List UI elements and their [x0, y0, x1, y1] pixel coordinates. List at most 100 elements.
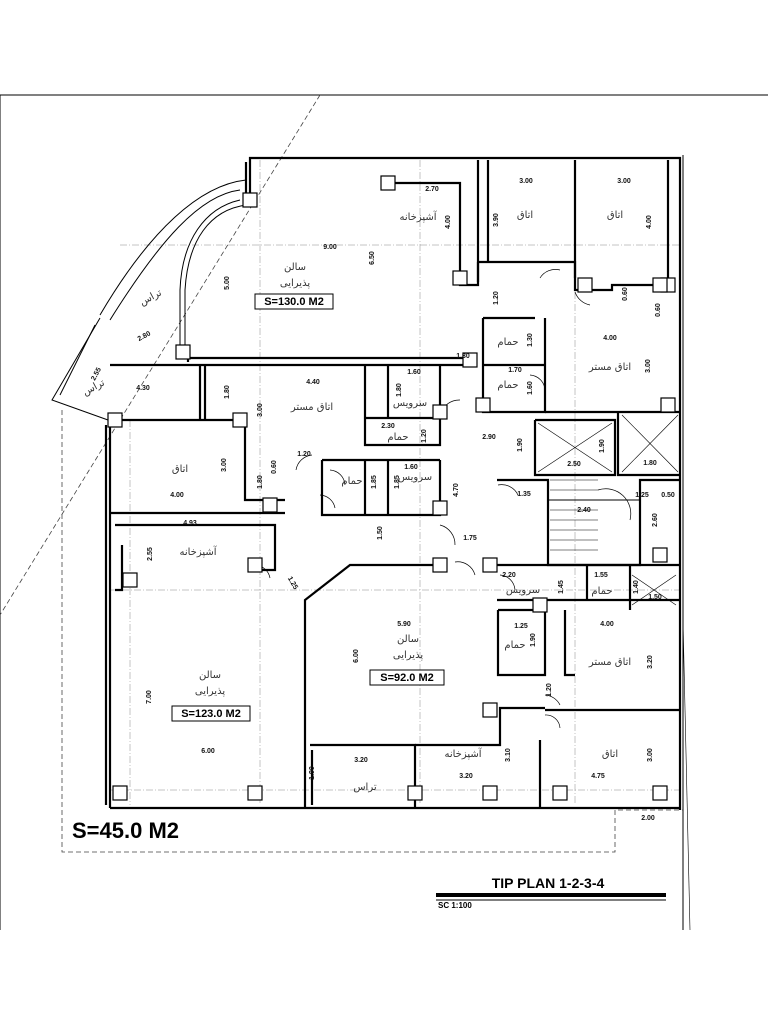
dim: 1.80	[224, 385, 231, 399]
staircase	[550, 479, 598, 551]
room-label-terrace-s: تراس	[353, 782, 377, 793]
dim: 4.93	[183, 520, 197, 527]
room-label-master-se: اتاق مستر	[588, 657, 631, 668]
column	[577, 277, 593, 293]
dim: 3.20	[354, 757, 368, 764]
dim: 1.85	[394, 475, 401, 489]
dim: 1.90	[599, 439, 606, 453]
dim: 2.00	[641, 815, 655, 822]
dim: 6.50	[369, 251, 376, 265]
dim: 3.00	[257, 403, 264, 417]
dim: 4.00	[170, 492, 184, 499]
column	[175, 344, 191, 360]
column	[475, 397, 491, 413]
room-label-kitchen-west: آشپزخانه	[179, 545, 217, 558]
dim: 1.90	[517, 438, 524, 452]
dim: 0.50	[661, 492, 675, 499]
salon-north-label-1: سالن	[284, 262, 306, 273]
room-label-master-ne: اتاق مستر	[588, 362, 631, 373]
terrace-area-label: S=45.0 M2	[72, 818, 179, 843]
room-label-kitchen-north: آشپزخانه	[399, 210, 437, 223]
column	[407, 785, 423, 801]
structural-columns	[107, 175, 676, 801]
dim: 2.70	[425, 186, 439, 193]
dim: 4.00	[445, 215, 452, 229]
dim: 1.40	[633, 580, 640, 594]
dim: 1.80	[396, 383, 403, 397]
dim: 0.60	[655, 303, 662, 317]
dim: 3.10	[505, 748, 512, 762]
site-boundary	[0, 94, 768, 931]
room-labels: آشپزخانه اتاق اتاق تراس تراس حمام حمام ا…	[81, 210, 631, 793]
room-label-wc-1: سرویس	[393, 398, 427, 409]
salon-center-area: S=92.0 M2	[380, 672, 434, 684]
column	[122, 572, 138, 588]
room-label-master-w: اتاق مستر	[290, 402, 333, 413]
dim: 4.00	[646, 215, 653, 229]
dim: 3.00	[617, 178, 631, 185]
salon-west-label-1: سالن	[199, 670, 221, 681]
dim: 1.80	[257, 475, 264, 489]
dim: 5.90	[397, 621, 411, 628]
column	[652, 785, 668, 801]
unit-north: سالن پذیرایی S=130.0 M2	[254, 262, 334, 310]
salon-north-area: S=130.0 M2	[264, 296, 324, 308]
room-label-wc-2: سرویس	[398, 472, 432, 483]
dim: 3.20	[459, 773, 473, 780]
column	[232, 412, 248, 428]
column	[552, 785, 568, 801]
dim: 4.70	[453, 483, 460, 497]
salon-north-label-2: پذیرایی	[280, 278, 310, 289]
dim: 0.60	[271, 460, 278, 474]
drawing-scale: SC 1:100	[438, 901, 472, 910]
dim: 1.25	[286, 576, 299, 591]
room-label-kitchen-south: آشپزخانه	[444, 747, 482, 760]
dim: 1.80	[643, 460, 657, 467]
salon-west-area: S=123.0 M2	[181, 708, 241, 720]
salon-west-label-2: پذیرایی	[195, 686, 225, 697]
lift-shafts	[537, 414, 679, 606]
dim: 4.75	[591, 773, 605, 780]
room-label-bath-3: حمام	[387, 432, 408, 443]
column	[452, 270, 468, 286]
room-label-bath-6: حمام	[504, 640, 525, 651]
exterior-walls	[104, 156, 682, 810]
dim: 3.20	[647, 655, 654, 669]
dim: 1.55	[594, 572, 608, 579]
room-label-room-n1: اتاق	[517, 210, 533, 221]
dim: 2.90	[482, 434, 496, 441]
dim: 2.55	[147, 547, 154, 561]
dim: 3.00	[645, 359, 652, 373]
dim: 5.00	[224, 276, 231, 290]
dim: 4.00	[600, 621, 614, 628]
room-label-room-se: اتاق	[602, 749, 618, 760]
dim: 1.20	[421, 429, 428, 443]
dim: 1.70	[508, 367, 522, 374]
dim: 2.80	[137, 330, 152, 343]
dim: 1.75	[463, 535, 477, 542]
column	[660, 397, 676, 413]
room-label-room-w: اتاق	[172, 464, 188, 475]
column	[247, 557, 263, 573]
room-label-wc-3: سرویس	[506, 585, 540, 596]
dim: 6.00	[201, 748, 215, 755]
dim: 1.20	[546, 683, 553, 697]
column	[242, 192, 258, 208]
unit-center: سالن پذیرایی S=92.0 M2	[369, 634, 445, 686]
dim: 3.90	[493, 213, 500, 227]
dim: 2.60	[652, 513, 659, 527]
column	[380, 175, 396, 191]
column	[482, 702, 498, 718]
column	[652, 277, 668, 293]
column	[482, 557, 498, 573]
dim: 1.60	[527, 381, 534, 395]
room-label-room-n2: اتاق	[607, 210, 623, 221]
dim: 1.45	[558, 580, 565, 594]
dim: 1.30	[456, 353, 470, 360]
dim: 2.20	[502, 572, 516, 579]
dim: 3.00	[519, 178, 533, 185]
dim: 1.20	[493, 291, 500, 305]
dim: 1.25	[635, 492, 649, 499]
dim: 1.90	[309, 766, 316, 780]
column	[432, 404, 448, 420]
